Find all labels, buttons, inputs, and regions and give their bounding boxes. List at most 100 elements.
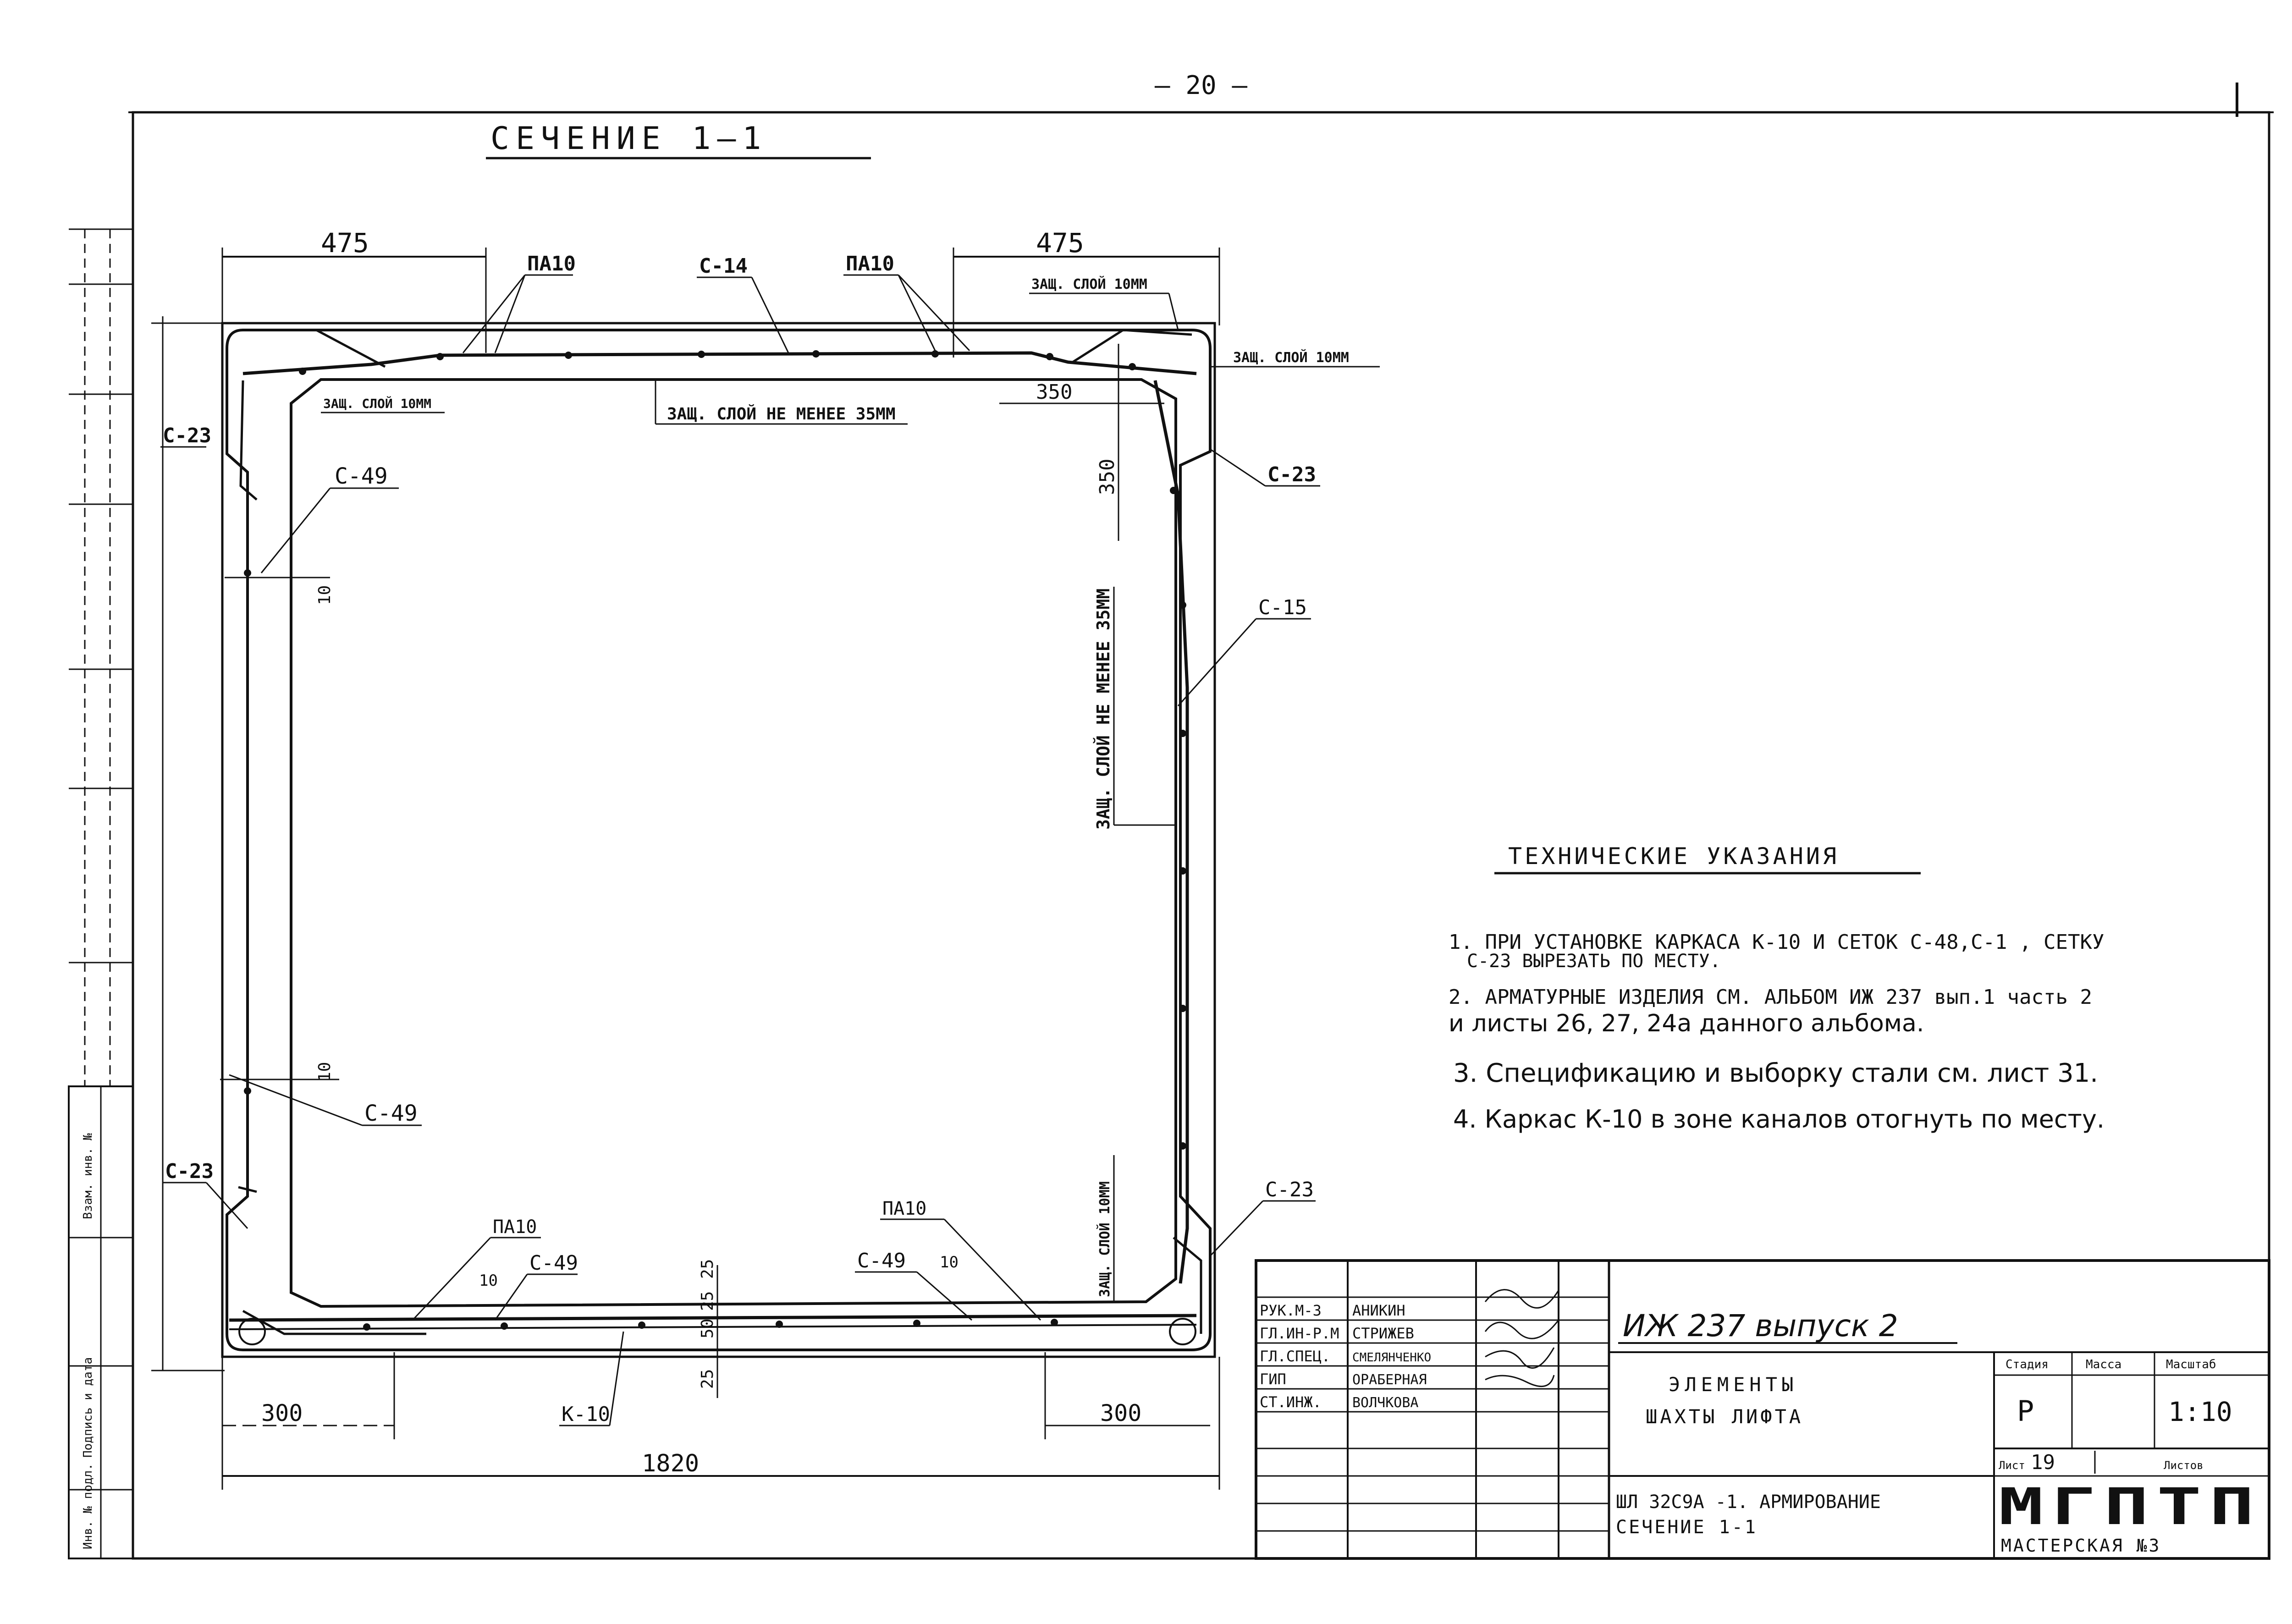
dim-bottom-25b: 25 <box>698 1369 717 1389</box>
left-wall-bar-b <box>238 1186 257 1193</box>
title-block: РУК.М-3 ГЛ.ИН-Р.М ГЛ.СПЕЦ. ГИП СТ.ИНЖ. А… <box>1255 1259 2270 1560</box>
dim-bottom-left: 300 <box>261 1400 303 1426</box>
dim-top-left: 475 <box>321 227 369 259</box>
dim-bottom-50: 50 <box>698 1319 717 1338</box>
tech-note-1a: 1. ПРИ УСТАНОВКЕ КАРКАСА К-10 И СЕТОК С-… <box>1449 930 2104 954</box>
callout-pa10-bottom-right: ПА10 <box>882 1198 926 1219</box>
frame-k10 <box>229 1314 1197 1322</box>
stamp-inv: Инв. № подл. <box>81 1463 95 1549</box>
callout-c49-bottom-left: С-49 <box>529 1251 578 1275</box>
dim-bottom-25: 25 <box>698 1291 717 1311</box>
dim-bottom-10b: 10 <box>940 1253 959 1272</box>
callout-c23-right-top: С-23 <box>1267 463 1316 486</box>
dim-corner-v: 350 <box>1096 459 1119 495</box>
left-wall-bar <box>239 380 258 501</box>
callout-c15: С-15 <box>1258 596 1307 619</box>
callout-pa10-top-left: ПА10 <box>527 252 576 275</box>
channel-circle-left <box>238 1318 266 1345</box>
dim-bottom-10a: 10 <box>479 1272 498 1290</box>
cover-right-bottom-vertical: ЗАЩ. СЛОЙ 10ММ <box>1096 1181 1113 1297</box>
wall-outer-face <box>226 329 1212 1351</box>
sheets-label: Листов <box>2164 1459 2204 1472</box>
callout-c23-left-bottom: С-23 <box>165 1160 214 1183</box>
name-4: ОРАБЕРНАЯ <box>1352 1372 1427 1388</box>
mass-label: Масса <box>2086 1358 2121 1371</box>
callout-c49-left-top: С-49 <box>335 463 388 489</box>
haunch-bar-br <box>1173 1237 1202 1334</box>
scale-label: Масштаб <box>2166 1358 2216 1371</box>
dim-overall: 1820 <box>642 1450 699 1477</box>
dim-left-10b: 10 <box>315 1062 334 1082</box>
page-number: — 20 — <box>1155 71 1248 100</box>
callout-c23-right-bottom: С-23 <box>1265 1178 1314 1201</box>
mesh-c14 <box>242 351 1197 375</box>
tech-heading: ТЕХНИЧЕСКИЕ УКАЗАНИЯ <box>1508 843 1839 870</box>
scale-value: 1:10 <box>2168 1396 2232 1427</box>
title-block-names: АНИКИН СТРИЖЕВ СМЕЛЯНЧЕНКО ОРАБЕРНАЯ ВОЛ… <box>1352 1302 1431 1411</box>
name-1: АНИКИН <box>1352 1302 1405 1319</box>
role-5: СТ.ИНЖ. <box>1260 1393 1322 1411</box>
stamp-replace: Взам. инв. № <box>81 1133 95 1219</box>
org-name: МАСТЕРСКАЯ №3 <box>2001 1536 2161 1556</box>
stage-label: Стадия <box>2006 1358 2049 1371</box>
name-3: СМЕЛЯНЧЕНКО <box>1352 1351 1431 1365</box>
frame-k10-b <box>229 1324 1197 1330</box>
haunch-bar-tr <box>1072 329 1192 363</box>
dim-corner-h: 350 <box>1036 380 1072 404</box>
dim-bottom-right: 300 <box>1100 1400 1141 1426</box>
rebar-dots <box>244 350 1186 1331</box>
callout-pa10-top-right: ПА10 <box>846 252 894 275</box>
side-stamp: Инв. № подл. Подпись и дата Взам. инв. № <box>68 228 134 1559</box>
mesh-c15 <box>1153 380 1189 1284</box>
cover-top-right: ЗАЩ. СЛОЙ 10ММ <box>1031 276 1147 292</box>
tech-note-1b: С-23 ВЫРЕЗАТЬ ПО МЕСТУ. <box>1467 951 1721 972</box>
callout-c49-bottom-right: С-49 <box>857 1249 906 1272</box>
tech-note-4: 4. Каркас К-10 в зоне каналов отогнуть п… <box>1453 1105 2105 1134</box>
document-code: ИЖ 237 выпуск 2 <box>1623 1308 1898 1343</box>
concrete-outline-outer <box>221 322 1216 1358</box>
cover-right-vertical: ЗАЩ. СЛОЙ НЕ МЕНЕЕ 35ММ <box>1093 589 1113 830</box>
org-logo: МГПТП <box>1999 1477 2262 1536</box>
dim-left-10: 10 <box>315 585 334 605</box>
signatures <box>1484 1289 1559 1387</box>
callout-c14: С-14 <box>699 254 748 278</box>
dim-bottom-25c: 25 <box>698 1259 717 1279</box>
section-title: СЕЧЕНИЕ 1—1 <box>490 121 767 157</box>
callout-pa10-bottom-left: ПА10 <box>493 1217 537 1238</box>
tech-note-3: 3. Спецификацию и выборку стали см. лист… <box>1453 1058 2098 1088</box>
drawing-title-2: СЕЧЕНИЕ 1-1 <box>1616 1517 1758 1538</box>
role-2: ГЛ.ИН-Р.М <box>1260 1325 1339 1342</box>
callout-k10: К-10 <box>562 1403 610 1426</box>
tech-note-2a: 2. АРМАТУРНЫЕ ИЗДЕЛИЯ СМ. АЛЬБОМ ИЖ 237 … <box>1449 985 2092 1009</box>
cover-top-center: ЗАЩ. СЛОЙ НЕ МЕНЕЕ 35ММ <box>667 404 896 424</box>
channel-circle-right <box>1169 1318 1196 1345</box>
callout-c23-left-top: С-23 <box>163 424 211 447</box>
callout-c49-left-mid: С-49 <box>364 1101 418 1126</box>
shaft-section <box>221 322 1216 1358</box>
haunch-bar-bl <box>242 1310 426 1335</box>
object-line-2: ШАХТЫ ЛИФТА <box>1646 1405 1803 1428</box>
stamp-sign: Подпись и дата <box>81 1357 95 1458</box>
role-3: ГЛ.СПЕЦ. <box>1260 1348 1330 1365</box>
cover-right-edge: ЗАЩ. СЛОЙ 10ММ <box>1233 349 1349 366</box>
role-4: ГИП <box>1260 1371 1286 1388</box>
technical-notes: ТЕХНИЧЕСКИЕ УКАЗАНИЯ 1. ПРИ УСТАНОВКЕ КА… <box>1449 843 2105 1134</box>
cover-top-left: ЗАЩ. СЛОЙ 10ММ <box>323 396 431 411</box>
cover-notes: ЗАЩ. СЛОЙ 10ММ ЗАЩ. СЛОЙ 10ММ ЗАЩ. СЛОЙ … <box>321 276 1380 1302</box>
shaft-opening <box>290 378 1177 1308</box>
name-2: СТРИЖЕВ <box>1352 1325 1414 1342</box>
drawing-title-1: ШЛ 32С9А -1. АРМИРОВАНИЕ <box>1616 1492 1881 1513</box>
haunch-bar-tl <box>315 329 386 368</box>
role-1: РУК.М-3 <box>1260 1302 1322 1319</box>
stage-value: Р <box>2017 1394 2034 1428</box>
name-5: ВОЛЧКОВА <box>1352 1395 1419 1411</box>
object-line-1: ЭЛЕМЕНТЫ <box>1669 1373 1798 1396</box>
dimensions: 475 475 350 350 10 10 300 300 1820 <box>151 227 1220 1490</box>
title-block-roles: РУК.М-3 ГЛ.ИН-Р.М ГЛ.СПЕЦ. ГИП СТ.ИНЖ. <box>1260 1302 1339 1411</box>
callouts: ПА10 С-14 ПА10 С-23 С-23 С-49 С-15 С-49 … <box>160 252 1320 1426</box>
sheet-number: 19 <box>2031 1451 2055 1474</box>
sheet-label: Лист <box>1999 1459 2025 1472</box>
tech-note-2b: и листы 26, 27, 24а данного альбома. <box>1449 1010 1924 1037</box>
dim-top-right: 475 <box>1036 227 1084 259</box>
